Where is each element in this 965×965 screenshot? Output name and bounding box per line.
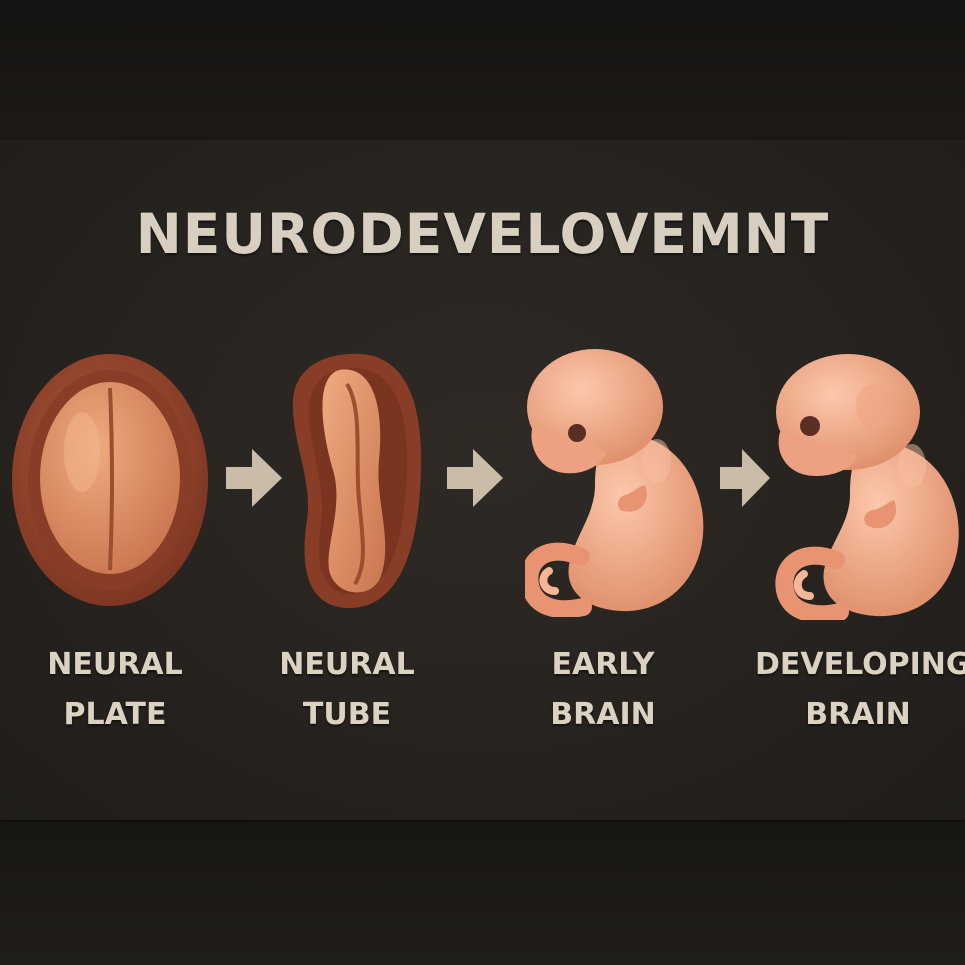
stage-label-line: BRAIN (805, 697, 911, 732)
embryo-developing-model (774, 350, 964, 620)
stage-label-neural-tube: NEURAL TUBE (262, 640, 432, 740)
stage-label-line: DEVELOPING (755, 647, 965, 682)
bottom-backdrop (0, 822, 965, 965)
right-arrow-icon (720, 449, 770, 511)
embryo-early-model (525, 345, 705, 617)
stage-label-developing-brain: DEVELOPING BRAIN (755, 640, 965, 740)
stage-label-line: NEURAL (47, 647, 183, 682)
top-backdrop (0, 0, 965, 140)
neural-tube-model (289, 350, 424, 610)
stage-label-line: NEURAL (279, 647, 415, 682)
stage-label-line: PLATE (63, 697, 167, 732)
right-arrow-icon (447, 449, 503, 511)
stage-label-line: BRAIN (550, 697, 656, 732)
stage-label-line: EARLY (551, 647, 655, 682)
stage-label-neural-plate: NEURAL PLATE (30, 640, 200, 740)
neural-plate-model (10, 352, 210, 608)
right-arrow-icon (226, 449, 282, 511)
stage-label-line: TUBE (302, 697, 392, 732)
stage-label-early-brain: EARLY BRAIN (518, 640, 688, 740)
page-title: NEURODEVELOVEMNT (135, 202, 830, 266)
